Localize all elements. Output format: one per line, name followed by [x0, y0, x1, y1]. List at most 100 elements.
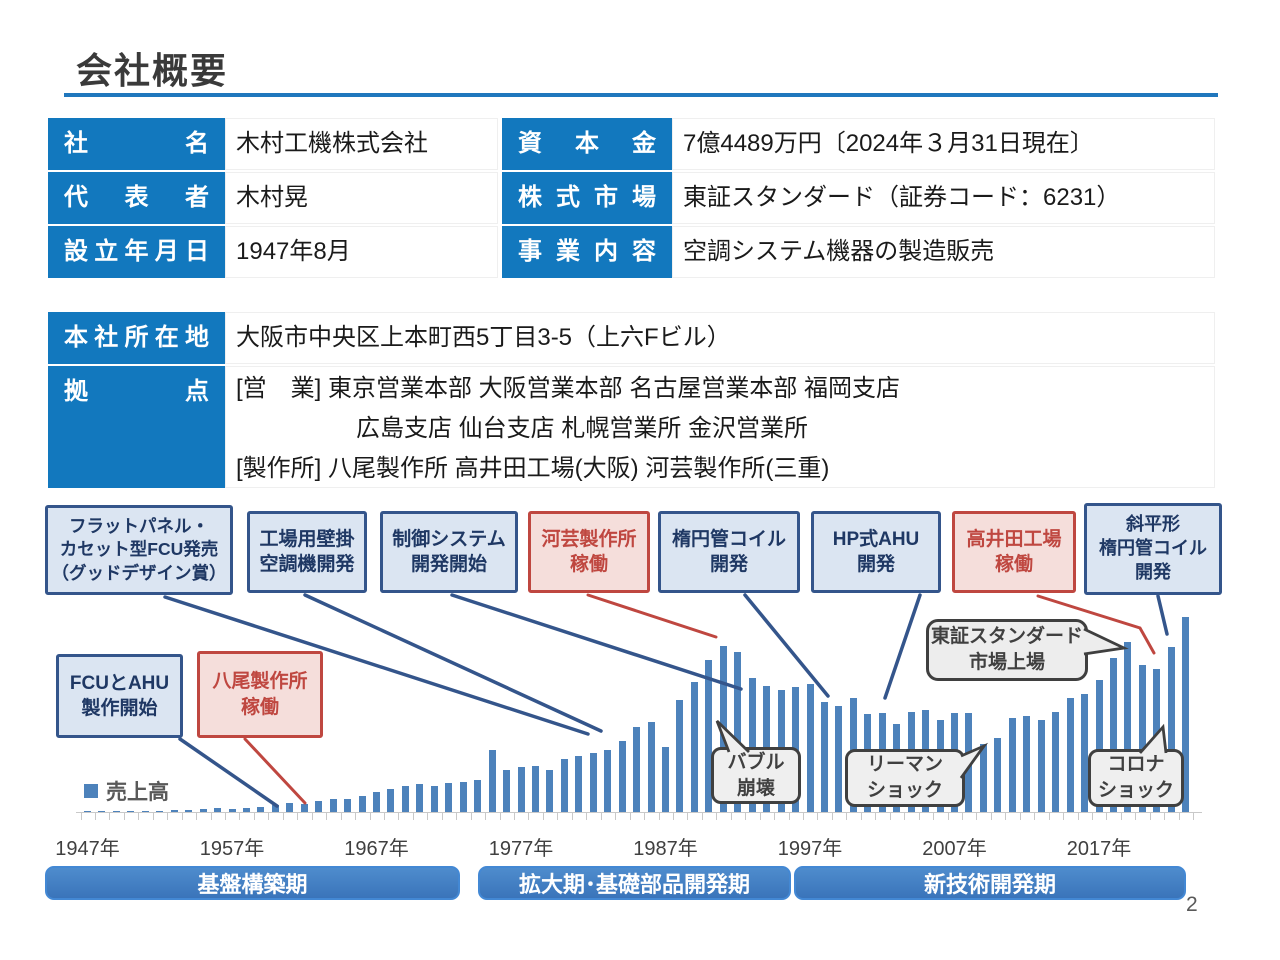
sales-bar-1966 — [358, 796, 366, 812]
sales-bar-2014 — [1052, 712, 1060, 812]
axis-tick — [181, 812, 183, 820]
capital-label: 資本金 — [502, 118, 672, 170]
period-foundation: 基盤構築期 — [45, 866, 460, 900]
sales-bar-1981 — [575, 756, 583, 812]
x-axis-line — [76, 811, 1202, 813]
sales-bar-1953 — [170, 810, 178, 812]
sales-bar-1990 — [705, 660, 713, 812]
axis-tick — [485, 812, 487, 820]
x-axis-label-2017: 2017年 — [1066, 838, 1132, 860]
axis-tick — [976, 812, 978, 820]
axis-tick — [167, 812, 169, 820]
axis-tick — [311, 812, 313, 820]
axis-tick — [947, 812, 949, 820]
axis-tick — [1135, 812, 1137, 820]
axis-tick — [412, 812, 414, 820]
period-expansion: 拡大期･基礎部品開発期 — [478, 866, 791, 900]
sales-bar-1954 — [185, 810, 193, 812]
sales-bar-2009 — [979, 744, 987, 812]
milestone-flat-panel-fcu: フラットパネル・ カセット型FCU発売 （グッドデザイン賞） — [45, 505, 233, 595]
sales-bar-1948 — [98, 811, 106, 812]
axis-tick — [398, 812, 400, 820]
axis-tick — [1106, 812, 1108, 820]
sales-bar-1949 — [112, 811, 120, 812]
axis-tick — [1193, 812, 1195, 820]
milestone-wall-mount-ac: 工場用壁掛 空調機開発 — [247, 511, 367, 593]
sales-bar-1974 — [474, 780, 482, 812]
axis-tick — [268, 812, 270, 820]
axis-tick — [687, 812, 689, 820]
chart-legend: 売上高 — [84, 776, 169, 806]
axis-tick — [326, 812, 328, 820]
x-axis-label-1987: 1987年 — [633, 838, 698, 860]
axis-tick — [658, 812, 660, 820]
x-axis-label-1997: 1997年 — [777, 838, 843, 860]
sales-bar-1959 — [257, 807, 265, 812]
axis-tick — [80, 812, 82, 820]
milestone-oval-tube-coil: 楕円管コイル 開発 — [658, 511, 800, 593]
sales-bar-1998 — [820, 702, 828, 812]
axis-tick — [701, 812, 703, 820]
axis-tick — [196, 812, 198, 820]
axis-tick — [1092, 812, 1093, 820]
sales-bar-2023 — [1182, 617, 1190, 812]
axis-tick — [615, 812, 617, 820]
sales-bar-2010 — [994, 738, 1002, 812]
milestone-kawage-plant: 河芸製作所 稼働 — [528, 511, 650, 593]
founded-label: 設立年月日 — [48, 226, 225, 278]
stock-market-label: 株式市場 — [502, 172, 672, 224]
axis-tick — [730, 812, 732, 820]
sales-bar-1955 — [199, 809, 207, 812]
company-name-value: 木村工機株式会社 — [225, 118, 498, 170]
sales-bar-1999 — [835, 706, 843, 812]
sites-value: [営 業] 東京営業本部 大阪営業本部 名古屋営業本部 福岡支店 広島支店 仙台… — [225, 366, 1215, 488]
milestone-yao-plant: 八尾製作所 稼働 — [197, 651, 323, 738]
axis-tick — [1149, 812, 1151, 820]
sites-line-sales-1: [営 業] 東京営業本部 大阪営業本部 名古屋営業本部 福岡支店 — [236, 375, 901, 402]
sales-bar-1975 — [488, 750, 496, 812]
page-number: 2 — [1186, 893, 1198, 916]
sales-bar-1972 — [445, 783, 453, 812]
sales-bar-1963 — [315, 801, 323, 812]
title-underline — [64, 93, 1218, 97]
sales-bar-1970 — [416, 784, 424, 812]
axis-tick — [456, 812, 458, 820]
sales-bar-2018 — [1109, 658, 1117, 812]
sales-bar-1964 — [329, 799, 337, 812]
axis-tick — [225, 812, 226, 820]
axis-tick — [427, 812, 429, 820]
page-title: 会社概要 — [76, 50, 229, 91]
sales-bar-1965 — [344, 799, 352, 812]
sales-bar-1967 — [373, 792, 380, 812]
sales-bar-2017 — [1095, 680, 1103, 812]
sales-bar-1952 — [156, 810, 164, 812]
lehman-shock-label: リーマン ショック — [845, 749, 965, 807]
company-name-label: 社名 — [48, 118, 225, 170]
milestone-fcu-ahu-start: FCUとAHU 製作開始 — [56, 654, 183, 738]
sales-bar-1956 — [214, 808, 222, 812]
tse-standard-listing-callout: 東証スタンダード 市場上場 — [926, 619, 1088, 681]
axis-tick — [831, 812, 833, 820]
sales-bar-1971 — [430, 786, 438, 812]
axis-tick — [788, 812, 790, 820]
sales-bar-1960 — [271, 805, 279, 812]
axis-tick — [94, 812, 96, 820]
sales-bar-1962 — [300, 804, 308, 812]
axis-tick — [1063, 812, 1065, 820]
milestone-control-system: 制御システム 開発開始 — [380, 511, 518, 593]
corona-shock-label: コロナ ショック — [1088, 749, 1184, 807]
sales-bar-1989 — [690, 682, 698, 812]
axis-tick — [1019, 812, 1021, 820]
sales-bar-1983 — [604, 750, 612, 812]
axis-tick — [109, 812, 111, 820]
sales-bar-1958 — [242, 808, 250, 812]
axis-tick — [1034, 812, 1036, 820]
axis-tick — [860, 812, 862, 820]
sales-bar-1987 — [662, 747, 669, 812]
sales-bar-1977 — [517, 767, 525, 812]
sales-bar-1969 — [401, 786, 409, 812]
axis-tick — [990, 812, 992, 820]
sites-line-factories: [製作所] 八尾製作所 高井田工場(大阪) 河芸製作所(三重) — [236, 455, 830, 482]
axis-tick — [1120, 812, 1122, 820]
